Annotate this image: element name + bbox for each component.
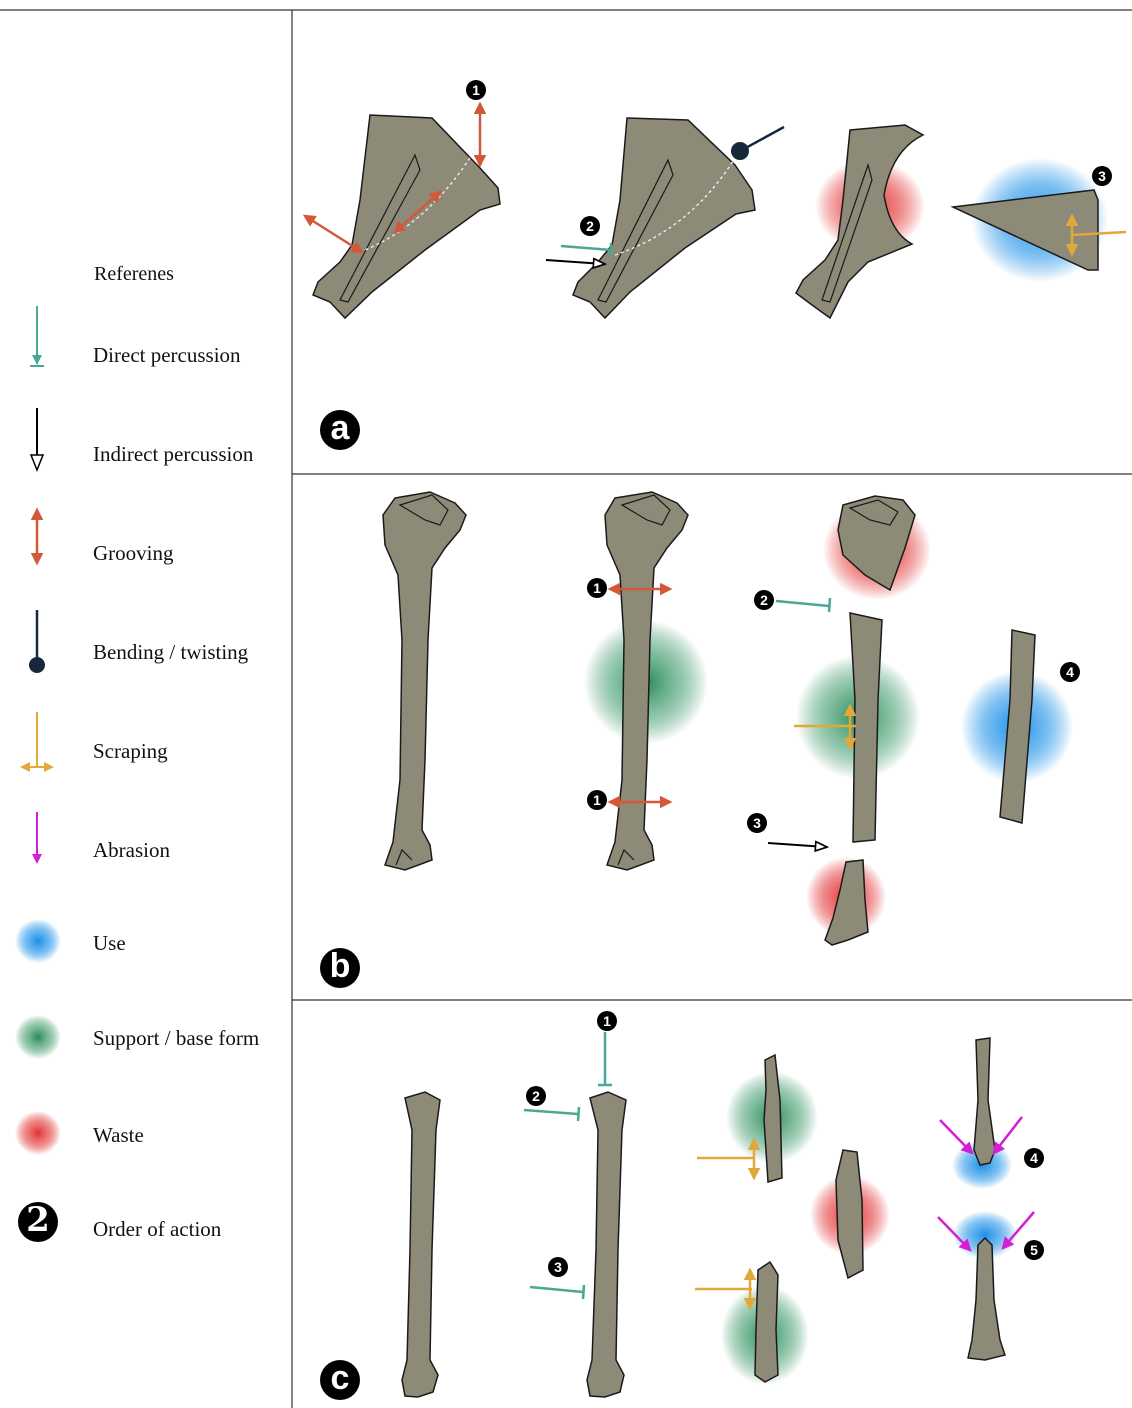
legend-panel: Referenes Direct percussion Indirect per…: [0, 0, 292, 1408]
step-number: 5: [1024, 1240, 1044, 1260]
long-bone-3-pieces: [695, 1055, 890, 1385]
step-number: 2: [526, 1086, 546, 1106]
legend-heading: Referenes: [94, 263, 174, 286]
step-number: 4: [1024, 1148, 1044, 1168]
panel-a: [305, 104, 1126, 318]
legend-label-abrasion: Abrasion: [93, 838, 170, 863]
step-number: 1: [587, 578, 607, 598]
panel-letter-c: c: [320, 1360, 360, 1400]
step-number: 1: [587, 790, 607, 810]
step-number: 3: [548, 1257, 568, 1277]
long-bone-tools: [938, 1038, 1034, 1360]
ulna-2: [584, 492, 708, 870]
order-of-action-icon: 2: [18, 1202, 58, 1242]
legend-label-direct-percussion: Direct percussion: [93, 343, 241, 368]
ulna-1: [383, 492, 466, 870]
legend-label-order-of-action: Order of action: [93, 1217, 221, 1242]
step-number: 1: [597, 1011, 617, 1031]
step-number: 3: [1092, 166, 1112, 186]
ulna-3-pieces: [768, 496, 931, 945]
scapula-3: [796, 125, 925, 318]
step-number: 3: [747, 813, 767, 833]
legend-label-use: Use: [93, 931, 126, 956]
panel-letter-a: a: [320, 410, 360, 450]
scapula-1: [305, 104, 500, 318]
long-bone-1: [402, 1092, 440, 1397]
panel-c: [402, 1032, 1034, 1397]
scapula-2: [546, 118, 784, 318]
legend-label-grooving: Grooving: [93, 541, 174, 566]
panel-b: [383, 492, 1073, 945]
legend-label-scraping: Scraping: [93, 739, 168, 764]
legend-label-bending-twisting: Bending / twisting: [93, 640, 248, 665]
legend-label-support: Support / base form: [93, 1026, 259, 1051]
legend-label-waste: Waste: [93, 1123, 144, 1148]
step-number: 2: [754, 590, 774, 610]
step-number: 2: [580, 216, 600, 236]
ulna-tool: [961, 630, 1073, 823]
step-number: 1: [466, 80, 486, 100]
step-number: 4: [1060, 662, 1080, 682]
panel-letter-b: b: [320, 948, 360, 988]
legend-label-indirect-percussion: Indirect percussion: [93, 442, 253, 467]
